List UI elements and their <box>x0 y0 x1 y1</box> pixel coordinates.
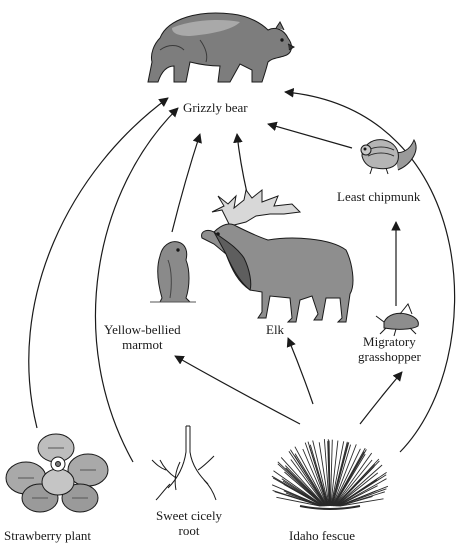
arrow-chipmunk-to-bear <box>268 124 352 148</box>
label-idaho-fescue: Idaho fescue <box>289 528 355 543</box>
label-grizzly-bear: Grizzly bear <box>183 100 248 115</box>
arrow-fescue-to-elk <box>288 338 313 404</box>
arrow-elk-to-bear <box>237 134 247 193</box>
sweet-cicely-root-illustration <box>152 426 216 500</box>
fescue-blade <box>334 460 372 506</box>
label-sweet-cicely-root: Sweet cicely root <box>156 508 222 538</box>
label-elk: Elk <box>266 322 284 337</box>
label-strawberry-plant: Strawberry plant <box>4 528 91 543</box>
arrow-strawberry-to-bear <box>29 98 168 428</box>
fescue-base <box>300 506 360 509</box>
chipmunk-illustration <box>361 140 416 174</box>
label-grasshopper-line2: grasshopper <box>358 349 421 364</box>
label-grasshopper-line1: Migratory <box>358 334 421 349</box>
arrow-marmot-to-bear <box>172 134 200 232</box>
elk-illustration <box>202 190 353 322</box>
label-marmot-line2: marmot <box>104 337 181 352</box>
label-grasshopper: Migratory grasshopper <box>358 334 421 364</box>
idaho-fescue-illustration <box>272 439 388 509</box>
grasshopper-illustration <box>376 304 418 336</box>
label-least-chipmunk: Least chipmunk <box>337 189 420 204</box>
grizzly-bear-illustration <box>148 13 294 82</box>
arrow-fescue-to-grasshopper <box>360 372 402 424</box>
label-marmot: Yellow-bellied marmot <box>104 322 181 352</box>
label-cicely-line1: Sweet cicely <box>156 508 222 523</box>
arrow-fescue-to-marmot <box>175 356 300 424</box>
label-cicely-line2: root <box>156 523 222 538</box>
label-marmot-line1: Yellow-bellied <box>104 322 181 337</box>
strawberry-plant-illustration <box>6 434 108 512</box>
marmot-illustration <box>150 242 196 302</box>
